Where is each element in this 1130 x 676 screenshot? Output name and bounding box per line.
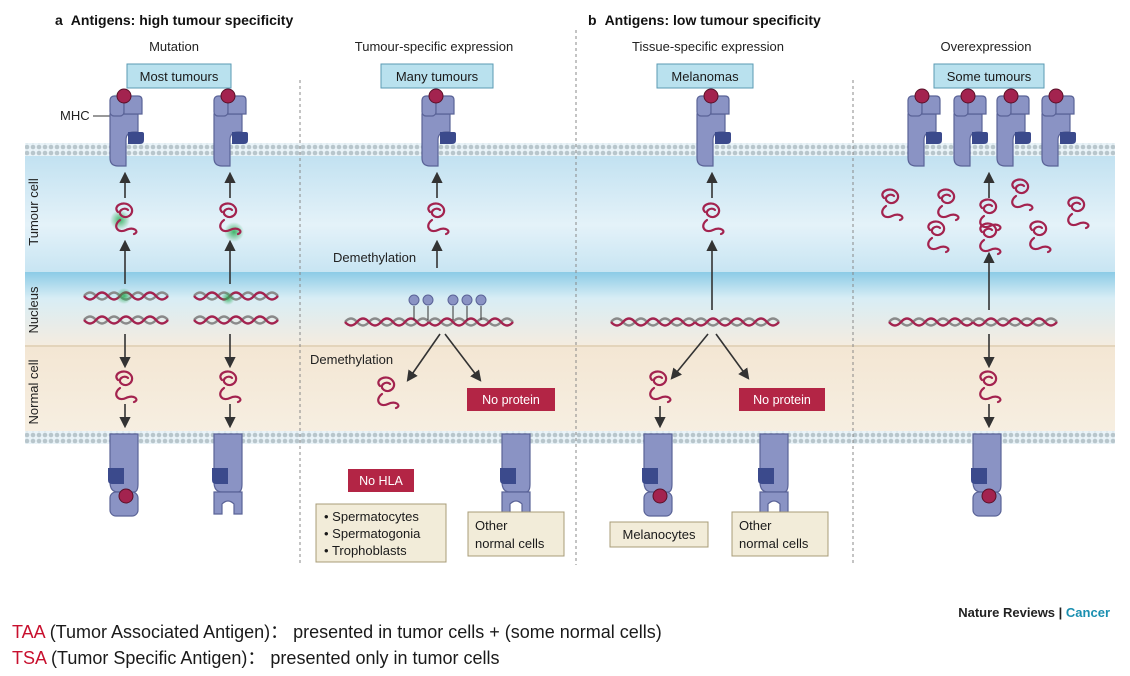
germline-cell-item: • Spermatocytes	[324, 509, 419, 524]
mhc-label: MHC	[60, 108, 90, 123]
no-protein-box	[467, 388, 555, 411]
other-normal-cells-label: normal cells	[739, 536, 809, 551]
tumour-frequency-box	[656, 63, 754, 89]
journal-credit: Nature Reviews | Cancer	[958, 605, 1110, 620]
tumour-frequency-label: Most tumours	[140, 69, 219, 84]
column-title: Tissue-specific expression	[632, 39, 784, 54]
normal-cell-label: Normal cell	[26, 359, 41, 424]
tsa-definition: TSA (Tumor Specific Antigen)： presented …	[12, 644, 500, 670]
tumour-cell-label: Tumour cell	[26, 178, 41, 246]
tumour-frequency-label: Many tumours	[396, 69, 479, 84]
no-hla-box	[348, 469, 414, 492]
column-title: Overexpression	[940, 39, 1031, 54]
taa-definition: TAA (Tumor Associated Antigen)： presente…	[12, 618, 662, 644]
germline-cell-item: • Trophoblasts	[324, 543, 407, 558]
tumour-specific-column: Demethylation Demethylation No protein N…	[310, 88, 555, 515]
tumour-frequency-box	[933, 63, 1045, 89]
other-normal-cells-label: normal cells	[475, 536, 545, 551]
tumour-frequency-box	[380, 63, 494, 89]
no-protein-label: No protein	[482, 393, 540, 407]
no-protein-box	[739, 388, 825, 411]
tumour-frequency-box	[126, 63, 232, 89]
demethylation-label: Demethylation	[333, 250, 416, 265]
mutation-column	[82, 88, 280, 517]
other-normal-cells-label: Other	[739, 518, 772, 533]
nucleus-label: Nucleus	[26, 286, 41, 333]
column-title: Mutation	[149, 39, 199, 54]
demethylation-label: Demethylation	[310, 352, 393, 367]
other-normal-cells-box	[467, 511, 565, 557]
no-protein-label: No protein	[753, 393, 811, 407]
no-hla-label: No HLA	[359, 474, 403, 488]
column-title: Tumour-specific expression	[355, 39, 513, 54]
other-normal-cells-label: Other	[475, 518, 508, 533]
melanocytes-label: Melanocytes	[623, 527, 696, 542]
other-normal-cells-box	[731, 511, 829, 557]
tumour-frequency-label: Some tumours	[947, 69, 1032, 84]
overexpression-column	[881, 88, 1090, 517]
taa-acronym: TAA	[12, 622, 45, 642]
tsa-text: (Tumor Specific Antigen)： presented only…	[46, 648, 500, 668]
taa-text: (Tumor Associated Antigen)： presented in…	[44, 622, 662, 642]
melanocytes-box	[609, 521, 709, 548]
tsa-acronym: TSA	[12, 648, 47, 668]
germline-cell-item: • Spermatogonia	[324, 526, 421, 541]
tissue-specific-column: No protein	[609, 88, 825, 517]
germline-cells-box	[315, 503, 447, 563]
tumour-frequency-label: Melanomas	[671, 69, 739, 84]
